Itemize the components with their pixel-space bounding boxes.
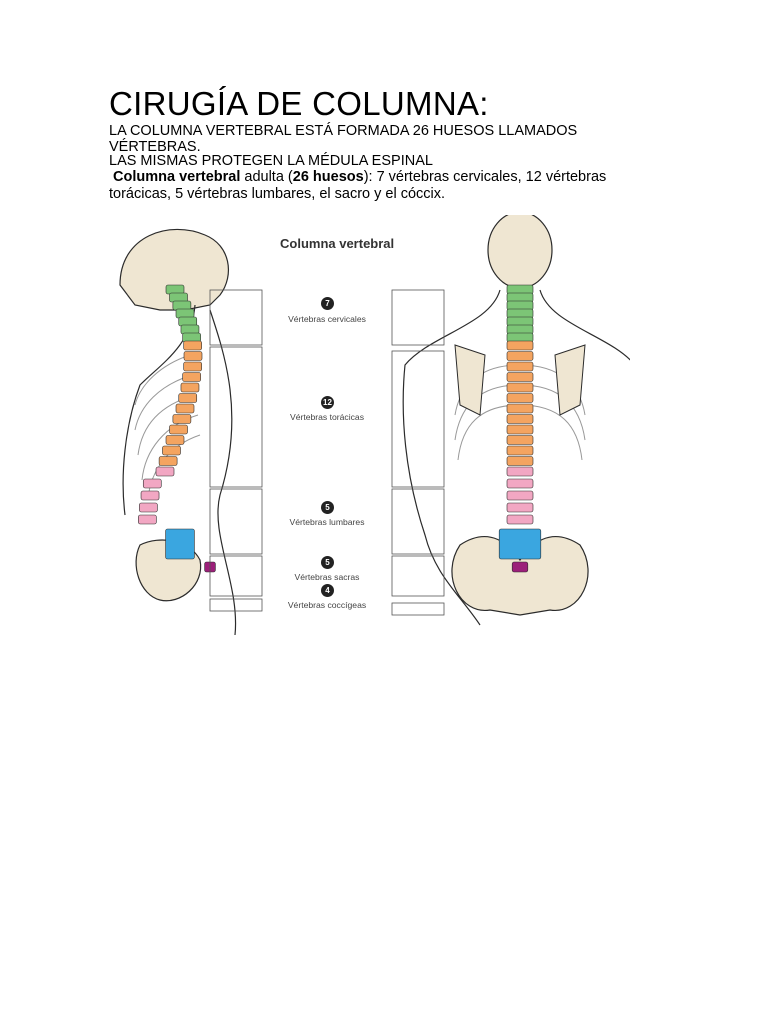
- scapula-right: [554, 344, 586, 416]
- bold-term-columna: Columna vertebral: [113, 169, 241, 185]
- vertebra-1-3: [506, 372, 534, 382]
- figure-title: Columna vertebral: [280, 236, 395, 251]
- vertebra-2-2: [140, 490, 160, 501]
- vertebra-1-0: [183, 340, 202, 351]
- description-paragraph: Columna vertebral adulta (26 huesos): 7 …: [109, 169, 669, 203]
- vertebra-2-1: [506, 478, 534, 489]
- label-thoracic: Vértebras torácicas: [289, 412, 365, 422]
- vertebra-0-4: [506, 316, 534, 327]
- badge-cervical: 7: [321, 297, 334, 310]
- vertebra-1-2: [183, 361, 202, 372]
- label-lumbar: Vértebras lumbares: [289, 517, 365, 527]
- para-text-2: ): 7 vértebras cervicales, 12 vértebras …: [109, 169, 607, 202]
- vertebra-1-7: [506, 414, 534, 424]
- vertebra-2-0: [155, 466, 175, 477]
- vertebra-0-5: [180, 324, 200, 335]
- vertebra-0-5: [506, 324, 534, 335]
- vertebra-1-11: [506, 456, 534, 466]
- para-text-1: adulta (: [240, 169, 293, 185]
- label-coccygeal: Vértebras coccígeas: [287, 600, 367, 610]
- vertebra-1-11: [158, 456, 178, 466]
- scapula-left: [454, 344, 486, 416]
- vertebra-2-2: [506, 490, 534, 501]
- vertebra-3-0: [498, 528, 542, 560]
- vertebra-2-1: [142, 478, 162, 489]
- vertebra-1-10: [506, 445, 534, 456]
- badge-lumbar: 5: [321, 501, 334, 514]
- vertebra-0-1: [169, 292, 188, 303]
- vertebra-2-4: [138, 514, 157, 525]
- intro-line-bones: LA COLUMNA VERTEBRAL ESTÁ FORMADA 26 HUE…: [109, 123, 578, 155]
- back-spine-vertebrae: [498, 284, 542, 573]
- vertebra-0-3: [506, 308, 534, 319]
- vertebra-1-0: [506, 340, 534, 351]
- bold-term-huesos: 26 huesos: [292, 169, 364, 185]
- vertebra-1-9: [506, 435, 534, 445]
- badge-sacral: 5: [321, 556, 334, 569]
- document-title: CIRUGÍA DE COLUMNA:: [109, 85, 489, 122]
- torso-back-outline: [402, 289, 630, 626]
- vertebra-0-1: [506, 292, 534, 303]
- label-cervical: Vértebras cervicales: [288, 314, 366, 324]
- vertebra-0-0: [506, 284, 534, 295]
- vertebra-3-0: [165, 528, 195, 560]
- vertebra-4-0: [511, 561, 529, 573]
- vertebra-2-3: [139, 502, 158, 513]
- vertebra-0-0: [165, 284, 185, 295]
- vertebra-0-4: [178, 316, 198, 327]
- vertebra-1-4: [506, 382, 534, 393]
- label-sacral: Vértebras sacras: [294, 572, 360, 582]
- vertebra-1-5: [506, 393, 534, 403]
- vertebra-1-8: [169, 424, 188, 435]
- label-brackets: [209, 289, 445, 616]
- vertebra-2-0: [506, 466, 534, 477]
- vertebra-2-3: [506, 502, 534, 513]
- badge-thoracic: 12: [321, 396, 334, 409]
- spine-drawing: [119, 215, 630, 636]
- vertebra-0-2: [506, 300, 534, 311]
- vertebra-0-6: [182, 332, 201, 343]
- vertebra-1-4: [180, 382, 200, 393]
- vertebra-1-7: [172, 414, 192, 424]
- skull-side: [119, 228, 229, 311]
- vertebra-0-2: [172, 300, 192, 311]
- vertebra-0-3: [175, 308, 195, 319]
- vertebra-1-1: [506, 351, 534, 361]
- vertebra-1-3: [182, 372, 201, 382]
- vertebra-1-6: [175, 403, 195, 414]
- vertebra-1-5: [178, 393, 198, 403]
- intro-line-spinal-cord: LAS MISMAS PROTEGEN LA MÉDULA ESPINAL: [109, 153, 433, 169]
- side-spine-vertebrae: [138, 284, 216, 573]
- vertebra-1-9: [165, 435, 185, 445]
- vertebra-1-8: [506, 424, 534, 435]
- badge-coccygeal: 4: [321, 584, 334, 597]
- vertebra-1-2: [506, 361, 534, 372]
- vertebra-0-6: [506, 332, 534, 343]
- vertebra-2-4: [506, 514, 534, 525]
- vertebra-1-6: [506, 403, 534, 414]
- vertebra-1-1: [183, 351, 203, 361]
- vertebra-1-10: [162, 445, 181, 456]
- spine-illustration: Columna vertebral 7 Vértebras cervicales…: [100, 215, 630, 645]
- head-back: [487, 215, 553, 289]
